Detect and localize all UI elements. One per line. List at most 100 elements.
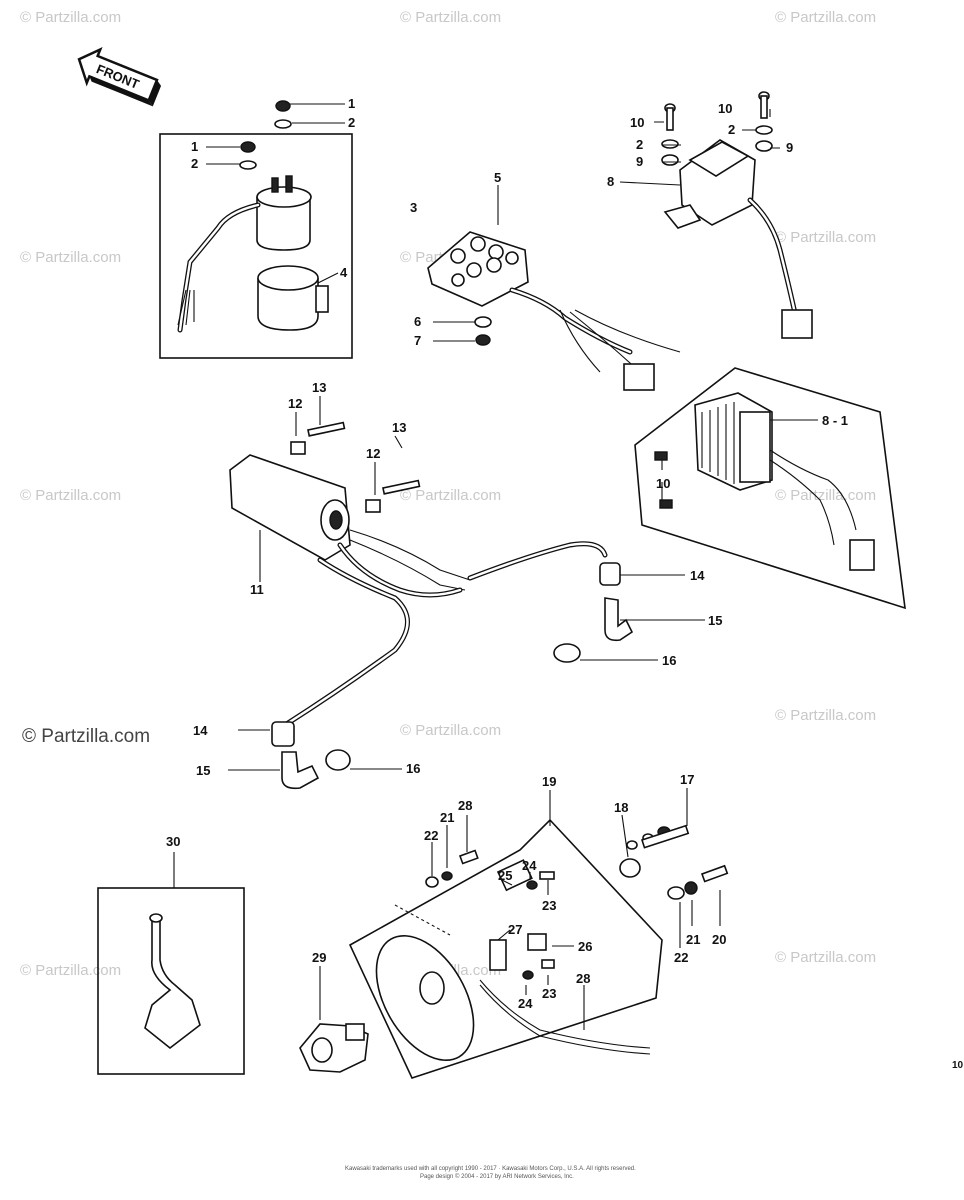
page-corner-mark: 10 — [952, 1060, 964, 1071]
callout-13: 13 — [312, 380, 326, 395]
watermark: © Partzilla.com — [400, 722, 501, 739]
callout-4: 4 — [340, 265, 348, 280]
plug-cap-15 — [281, 751, 320, 790]
washer-2 — [755, 125, 773, 135]
watermark: © Partzilla.com — [20, 487, 121, 504]
regulator-8-1-box — [634, 367, 906, 610]
plug-cap-set-upper — [553, 562, 634, 663]
watermark: © Partzilla.com — [20, 9, 121, 26]
nut-1-inner — [240, 141, 256, 153]
timing-plate-19 — [348, 818, 663, 1079]
callout-28: 28 — [576, 971, 590, 986]
regulator-8-1-connector — [849, 539, 875, 571]
callout-21: 21 — [440, 810, 454, 825]
callout-5: 5 — [494, 170, 501, 185]
watermark: © Partzilla.com — [775, 707, 876, 724]
callout-24: 24 — [518, 996, 533, 1011]
regulator-8 — [661, 91, 813, 339]
watermark: © Partzilla.com — [20, 962, 121, 979]
callout-2: 2 — [348, 115, 355, 130]
relay-box — [159, 100, 353, 359]
footer: Kawasaki trademarks used with all copyri… — [345, 1166, 636, 1180]
watermark-main: © Partzilla.com — [22, 726, 150, 747]
seal-16 — [553, 643, 581, 663]
callout-2: 2 — [636, 137, 643, 152]
bolt-17 — [640, 824, 690, 849]
spacer-12 — [365, 499, 381, 513]
fastener-group — [619, 824, 729, 900]
front-arrow: FRONT — [77, 47, 162, 107]
callout-15: 15 — [196, 763, 210, 778]
bolt-10 — [760, 95, 768, 119]
washer-21 — [684, 881, 698, 895]
regulator-8-1 — [694, 392, 773, 491]
washer-24 — [522, 970, 534, 980]
footer-line-2: Page design © 2004 - 2017 by ARI Network… — [420, 1173, 574, 1180]
washer-21 — [441, 871, 453, 881]
callout-21: 21 — [686, 932, 700, 947]
callout-2: 2 — [191, 156, 198, 171]
callout-11: 11 — [250, 582, 264, 597]
junction-box-5 — [427, 231, 681, 391]
bolt-10 — [654, 451, 668, 461]
collar-9 — [755, 140, 773, 152]
callout-labels: 1 2 1 2 4 3 5 6 7 10 2 9 8 10 2 9 8 - 1 … — [166, 96, 848, 1011]
plug-cap-set-lower — [271, 721, 351, 790]
callout-30: 30 — [166, 834, 180, 849]
callout-13: 13 — [392, 420, 406, 435]
bolt-13 — [382, 479, 421, 495]
washer-24 — [526, 880, 538, 890]
callout-10: 10 — [656, 476, 670, 491]
advancer-29 — [299, 1023, 369, 1073]
starter-relay — [256, 175, 312, 251]
callout-16: 16 — [662, 653, 676, 668]
watermark: © Partzilla.com — [775, 229, 876, 246]
callout-14: 14 — [690, 568, 705, 583]
relay-rubber-4 — [257, 265, 329, 331]
bolt-10 — [666, 107, 674, 131]
nut-18 — [619, 858, 641, 878]
callout-18: 18 — [614, 800, 628, 815]
callout-8-1: 8 - 1 — [822, 413, 848, 428]
callout-19: 19 — [542, 774, 556, 789]
plug-cap-15 — [604, 597, 634, 642]
callout-22: 22 — [674, 950, 688, 965]
nut-7 — [475, 334, 491, 346]
callout-23: 23 — [542, 898, 556, 913]
contact-27 — [489, 939, 507, 971]
callout-9: 9 — [636, 154, 643, 169]
plug-cap-box-30 — [97, 887, 245, 1075]
callout-12: 12 — [288, 396, 302, 411]
callout-9: 9 — [786, 140, 793, 155]
washer-22 — [425, 876, 439, 888]
watermark: © Partzilla.com — [400, 487, 501, 504]
ignition-coil-11 — [229, 421, 608, 728]
watermark: © Partzilla.com — [20, 249, 121, 266]
callout-17: 17 — [680, 772, 694, 787]
callout-28: 28 — [458, 798, 472, 813]
washer-2 — [274, 119, 292, 129]
condenser-26 — [527, 933, 547, 951]
washer-2 — [661, 139, 679, 149]
bolt-10 — [659, 499, 673, 509]
collar-9 — [661, 154, 679, 166]
nut-1 — [275, 100, 291, 112]
callout-26: 26 — [578, 939, 592, 954]
relay-box-frame — [159, 133, 353, 359]
callout-25: 25 — [498, 868, 512, 883]
leader-lines — [173, 103, 818, 1030]
seal-16 — [325, 749, 351, 771]
callout-2: 2 — [728, 122, 735, 137]
washer-22 — [667, 886, 685, 900]
footer-line-1: Kawasaki trademarks used with all copyri… — [345, 1166, 636, 1172]
watermark: © Partzilla.com — [775, 949, 876, 966]
callout-23: 23 — [542, 986, 556, 1001]
callout-10: 10 — [630, 115, 644, 130]
callout-8: 8 — [607, 174, 614, 189]
watermark: © Partzilla.com — [775, 487, 876, 504]
bolt-13 — [307, 421, 346, 437]
cap-14 — [599, 562, 621, 586]
callout-24: 24 — [522, 858, 537, 873]
screw-20 — [700, 864, 729, 883]
